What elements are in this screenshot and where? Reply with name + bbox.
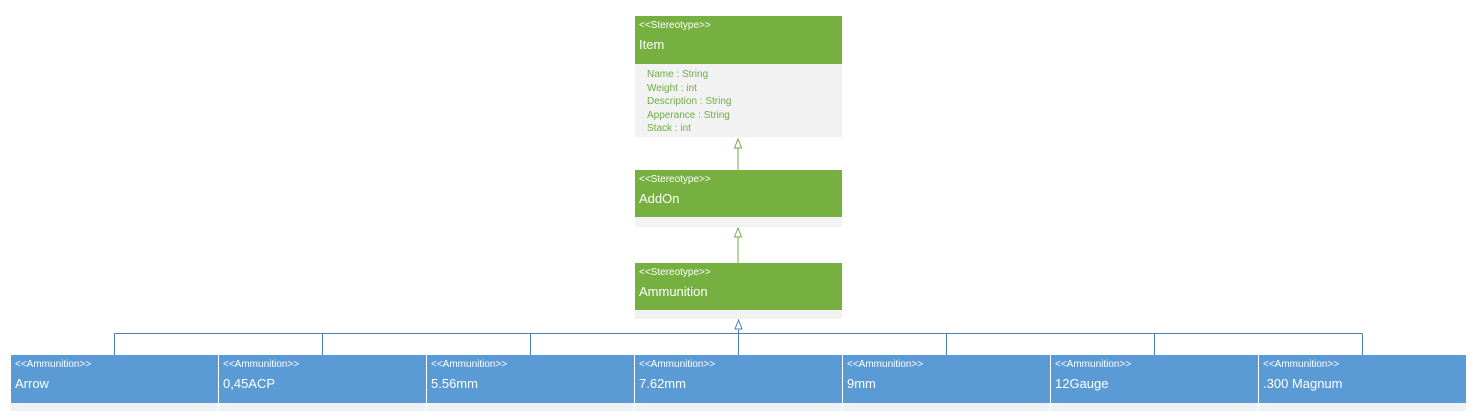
- class-300-magnum-name: .300 Magnum: [1263, 376, 1343, 391]
- class-045acp[interactable]: <<Ammunition>> 0,45ACP: [219, 355, 426, 411]
- class-9mm-attributes: [843, 403, 1050, 411]
- class-addon-stereotype: <<Stereotype>>: [639, 174, 711, 185]
- class-addon[interactable]: <<Stereotype>> AddOn: [635, 170, 842, 227]
- class-addon-name: AddOn: [639, 191, 680, 206]
- class-ammunition-stereotype: <<Stereotype>>: [639, 267, 711, 278]
- class-762mm-header: <<Ammunition>> 7.62mm: [635, 355, 842, 403]
- generalization-arrowhead-icon: [734, 318, 743, 330]
- attribute-apperance: Apperance : String: [647, 109, 730, 121]
- class-arrow-name: Arrow: [15, 376, 49, 391]
- class-12gauge[interactable]: <<Ammunition>> 12Gauge: [1051, 355, 1258, 411]
- generalization-arrowhead-icon: [733, 137, 743, 149]
- class-045acp-name: 0,45ACP: [223, 376, 276, 391]
- class-ammunition[interactable]: <<Stereotype>> Ammunition: [635, 263, 842, 319]
- class-item-header: <<Stereotype>> Item: [635, 16, 842, 64]
- generalization-addon-to-item: [733, 137, 743, 170]
- class-item-name: Item: [639, 37, 665, 52]
- attribute-description: Description : String: [647, 96, 732, 107]
- class-arrow-stereotype: <<Ammunition>>: [15, 359, 92, 370]
- generalization-ammunition-to-addon: [733, 226, 743, 263]
- class-045acp-attributes: [219, 403, 426, 411]
- class-arrow-attributes: [11, 403, 218, 411]
- class-12gauge-name: 12Gauge: [1055, 376, 1109, 391]
- class-item-attributes: Name : String Weight : int Description :…: [635, 64, 842, 137]
- class-9mm-header: <<Ammunition>> 9mm: [843, 355, 1050, 403]
- class-9mm-name: 9mm: [847, 376, 876, 391]
- class-556mm-stereotype: <<Ammunition>>: [431, 359, 508, 370]
- class-300-magnum[interactable]: <<Ammunition>> .300 Magnum: [1259, 355, 1466, 411]
- class-300-magnum-header: <<Ammunition>> .300 Magnum: [1259, 355, 1466, 403]
- class-arrow-header: <<Ammunition>> Arrow: [11, 355, 218, 403]
- class-addon-attributes: [635, 217, 842, 227]
- attribute-name: Name : String: [647, 69, 709, 80]
- class-item-stereotype: <<Stereotype>>: [639, 20, 711, 31]
- class-9mm[interactable]: <<Ammunition>> 9mm: [843, 355, 1050, 411]
- class-556mm-name: 5.56mm: [431, 376, 478, 391]
- class-12gauge-attributes: [1051, 403, 1258, 411]
- class-045acp-stereotype: <<Ammunition>>: [223, 359, 300, 370]
- class-arrow[interactable]: <<Ammunition>> Arrow: [11, 355, 218, 411]
- class-addon-header: <<Stereotype>> AddOn: [635, 170, 842, 217]
- class-762mm-name: 7.62mm: [639, 376, 686, 391]
- class-556mm[interactable]: <<Ammunition>> 5.56mm: [427, 355, 634, 411]
- class-762mm-stereotype: <<Ammunition>>: [639, 359, 716, 370]
- class-item[interactable]: <<Stereotype>> Item Name : String Weight…: [635, 16, 842, 137]
- class-762mm[interactable]: <<Ammunition>> 7.62mm: [635, 355, 842, 411]
- class-045acp-header: <<Ammunition>> 0,45ACP: [219, 355, 426, 403]
- class-9mm-stereotype: <<Ammunition>>: [847, 359, 924, 370]
- class-556mm-header: <<Ammunition>> 5.56mm: [427, 355, 634, 403]
- class-ammunition-header: <<Stereotype>> Ammunition: [635, 263, 842, 310]
- class-556mm-attributes: [427, 403, 634, 411]
- class-ammunition-attributes: [635, 310, 842, 319]
- class-12gauge-stereotype: <<Ammunition>>: [1055, 359, 1132, 370]
- class-12gauge-header: <<Ammunition>> 12Gauge: [1051, 355, 1258, 403]
- generalization-children-to-ammunition: [114, 318, 1363, 355]
- class-762mm-attributes: [635, 403, 842, 411]
- class-ammunition-name: Ammunition: [639, 284, 708, 299]
- generalization-arrowhead-icon: [733, 226, 743, 238]
- class-300-magnum-stereotype: <<Ammunition>>: [1263, 359, 1340, 370]
- attribute-stack: Stack : int: [647, 123, 691, 134]
- class-300-magnum-attributes: [1259, 403, 1466, 411]
- attribute-weight: Weight : int: [647, 82, 697, 94]
